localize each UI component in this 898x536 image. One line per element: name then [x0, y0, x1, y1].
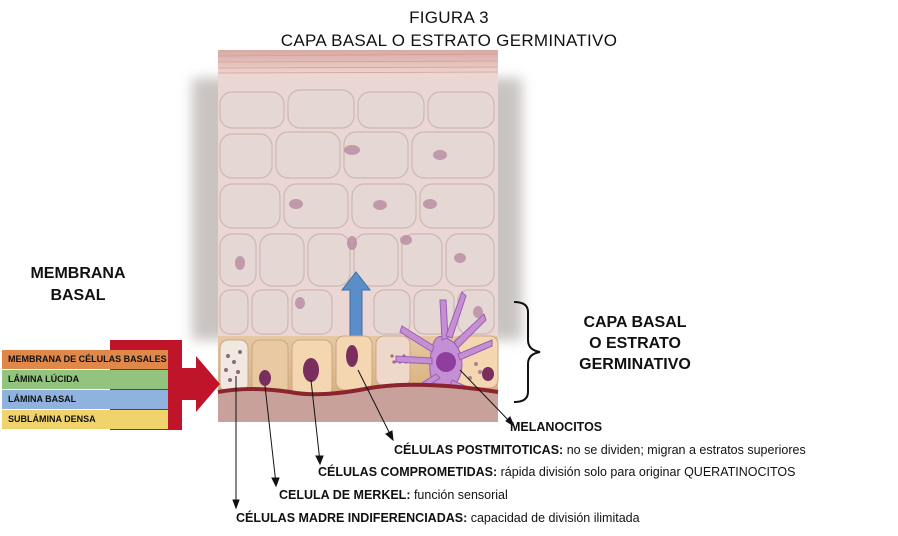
basement-membrane-line: [217, 382, 499, 397]
figure-title: CAPA BASAL O ESTRATO GERMINATIVO: [280, 31, 618, 50]
spinous-cells: [219, 89, 495, 335]
annotation-merkel-desc: función sensorial: [410, 488, 508, 502]
basal-nuclei: [259, 345, 494, 386]
capa-basal-label: CAPA BASAL O ESTRATO GERMINATIVO: [570, 312, 700, 375]
membrana-basal-label: MEMBRANA BASAL: [18, 263, 138, 307]
legend-membrana-celulas-basales: MEMBRANA DE CÉLULAS BASALES: [2, 350, 168, 369]
annotation-comprometidas: CÉLULAS COMPROMETIDAS: rápida división s…: [318, 465, 795, 479]
spinous-nuclei: [235, 145, 483, 318]
legend-lamina-lucida: LÁMINA LÚCIDA: [2, 370, 168, 389]
annotation-postmitoticas-desc: no se dividen; migran a estratos superio…: [563, 443, 806, 457]
upward-migration-arrow-icon: [340, 271, 372, 339]
capa-basal-bracket: [513, 301, 541, 403]
annotation-merkel: CELULA DE MERKEL: función sensorial: [279, 488, 508, 502]
figure-number: FIGURA 3: [409, 8, 489, 27]
pointer-lines: [232, 369, 516, 510]
annotation-comprometidas-term: CÉLULAS COMPROMETIDAS:: [318, 465, 498, 479]
annotation-postmitoticas-term: CÉLULAS POSTMITOTICAS:: [394, 443, 564, 457]
membrana-basal-line1: MEMBRANA: [30, 265, 126, 282]
annotation-postmitoticas: CÉLULAS POSTMITOTICAS: no se dividen; mi…: [394, 443, 806, 457]
capa-basal-line1: CAPA BASAL: [583, 314, 687, 331]
capa-basal-line3: GERMINATIVO: [579, 356, 691, 373]
legend-sublamina-densa: SUBLÁMINA DENSA: [2, 410, 168, 429]
dermis: [218, 384, 498, 422]
stem-cell-granules: [224, 350, 242, 382]
annotation-comprometidas-desc: rápida división solo para originar QUERA…: [497, 465, 796, 479]
annotation-celulas-madre-term: CÉLULAS MADRE INDIFERENCIADAS:: [236, 511, 468, 525]
annotation-merkel-term: CELULA DE MERKEL:: [279, 488, 411, 502]
annotation-celulas-madre: CÉLULAS MADRE INDIFERENCIADAS: capacidad…: [236, 511, 640, 525]
annotation-melanocitos: MELANOCITOS: [510, 420, 602, 434]
melanocyte-nucleus: [436, 352, 456, 372]
membrana-basal-line2: BASAL: [50, 287, 106, 304]
capa-basal-line2: O ESTRATO: [589, 335, 681, 352]
annotation-melanocitos-term: MELANOCITOS: [510, 420, 603, 434]
legend-lamina-basal: LÁMINA BASAL: [2, 390, 168, 409]
annotation-celulas-madre-desc: capacidad de división ilimitada: [467, 511, 640, 525]
